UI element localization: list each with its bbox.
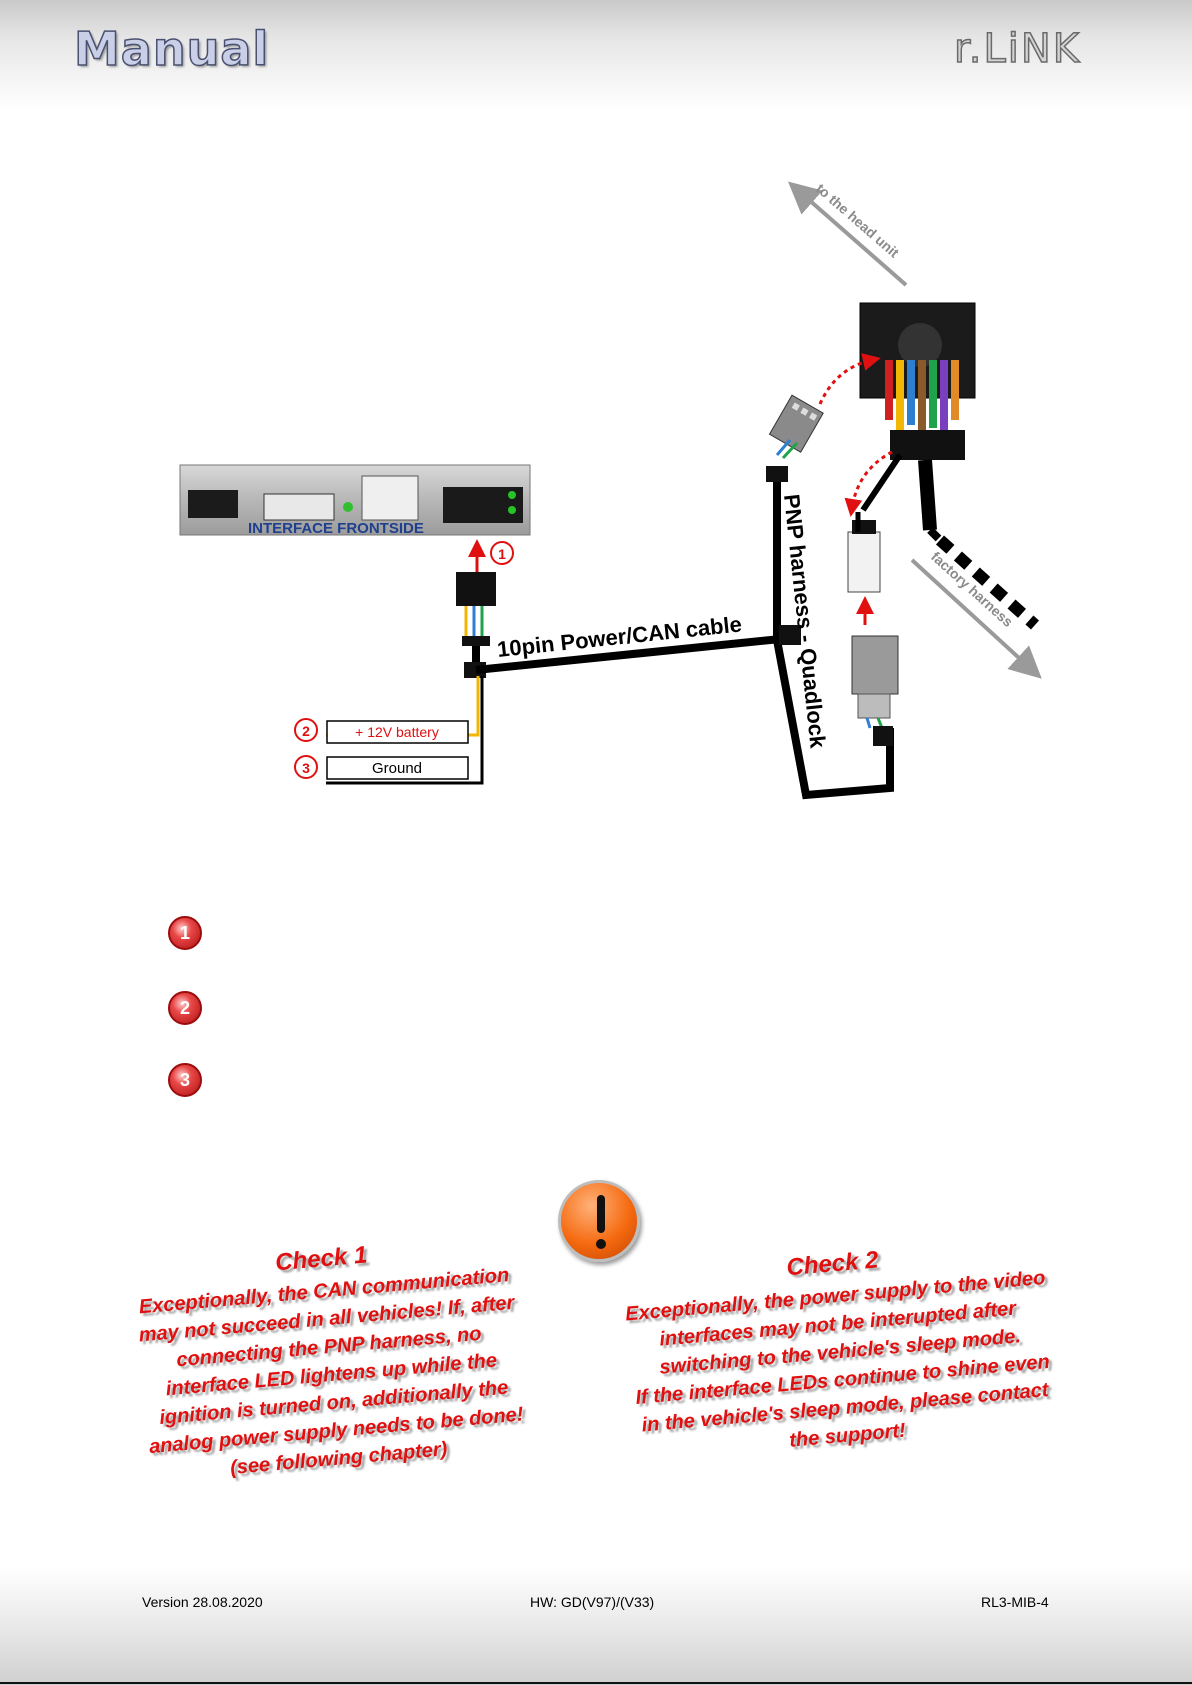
ground-label-box [326,756,469,780]
interface-box: INTERFACE FRONTSIDE [179,464,531,537]
10pin-connector [456,572,496,606]
step-badge-1: 1 [168,916,202,950]
exclamation-icon [558,1180,640,1262]
svg-text:2: 2 [302,723,310,739]
footer-model: RL3-MIB-4 [981,1594,1049,1610]
power-can-cable [475,634,791,674]
check-1-warning: Check 1 Exceptionally, the CAN communica… [61,1223,599,1495]
battery-label-box [326,720,469,744]
footer-divider [0,1682,1192,1684]
step-badge-2: 2 [168,991,202,1025]
marker-2: 2 [294,718,318,742]
svg-text:1: 1 [498,546,506,562]
rlink-logo: r.LiNK [953,25,1082,73]
marker-1: 1 [490,541,514,565]
factory-harness-dashed [935,535,1040,630]
ground-label: Ground [372,760,422,777]
marker-3: 3 [294,755,318,779]
footer-version: Version 28.08.2020 [142,1594,263,1610]
svg-text:3: 3 [302,760,310,776]
head-unit-label: to the head unit [813,180,902,261]
factory-harness-arrow [910,558,1042,679]
page-header: Manual r.LiNK [0,0,1192,110]
head-unit-arrow [787,181,908,287]
step-badge-3: 3 [168,1063,202,1097]
page-footer [0,1568,1192,1685]
battery-label: + 12V battery [355,724,439,740]
pnp-harness-cable [773,480,894,800]
footer-hw: HW: GD(V97)/(V33) [530,1594,655,1610]
manual-logo: Manual [73,21,270,77]
interface-label: INTERFACE FRONTSIDE [248,520,424,537]
